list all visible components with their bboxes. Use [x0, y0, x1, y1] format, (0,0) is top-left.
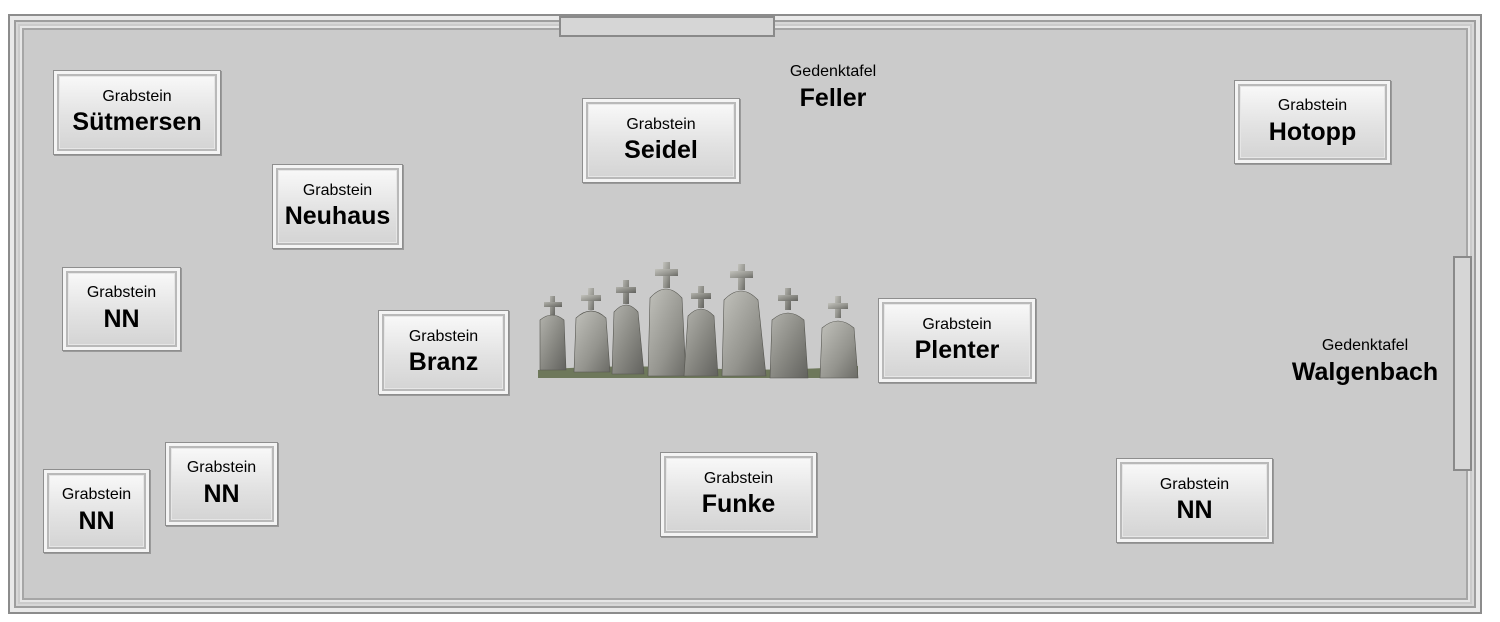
gravestone-figure — [647, 262, 687, 377]
gravestone-hotopp[interactable]: Grabstein Hotopp — [1234, 80, 1391, 164]
gravestones-cluster-icon — [538, 262, 859, 379]
plaque-name: Walgenbach — [1291, 358, 1439, 387]
gravestone-figure — [769, 288, 809, 379]
gravestone-name: Sütmersen — [72, 108, 202, 137]
gravestone-name: Plenter — [914, 336, 1000, 365]
entrance-gate-right — [1453, 256, 1472, 471]
gravestone-figure — [573, 288, 611, 373]
gravestone-label: Grabstein — [302, 181, 373, 199]
gravestone-label: Grabstein — [61, 486, 132, 504]
gravestone-label: Grabstein — [626, 115, 696, 133]
entrance-gate-top — [559, 16, 775, 37]
gravestone-label: Grabstein — [86, 284, 157, 302]
gravestone-name: NN — [1176, 496, 1213, 525]
gravestone-name: Funke — [701, 490, 776, 519]
gravestone-figure — [539, 296, 567, 371]
gravestone-name: Hotopp — [1268, 117, 1357, 146]
plaque-walgenbach[interactable]: Gedenktafel Walgenbach — [1280, 337, 1450, 387]
gravestone-plenter[interactable]: Grabstein Plenter — [878, 298, 1036, 383]
plaque-label: Gedenktafel — [789, 63, 877, 80]
gravestone-label: Grabstein — [703, 469, 774, 487]
gravestone-figure — [819, 296, 859, 379]
gravestone-label: Grabstein — [186, 459, 257, 477]
gravestone-label: Grabstein — [408, 327, 479, 345]
gravestone-seidel[interactable]: Grabstein Seidel — [582, 98, 740, 183]
gravestone-name: Seidel — [624, 136, 698, 165]
gravestone-nn-right-bottom[interactable]: Grabstein NN — [1116, 458, 1273, 543]
gravestone-nn-left-bottom-inner[interactable]: Grabstein NN — [165, 442, 278, 526]
plaque-label: Gedenktafel — [1321, 337, 1409, 354]
gravestone-figure — [611, 280, 645, 375]
gravestone-name: NN — [103, 304, 140, 333]
gravestone-figure — [683, 286, 719, 377]
gravestone-label: Grabstein — [1277, 97, 1348, 115]
gravestone-branz[interactable]: Grabstein Branz — [378, 310, 509, 395]
gravestone-funke[interactable]: Grabstein Funke — [660, 452, 817, 537]
gravestone-neuhaus[interactable]: Grabstein Neuhaus — [272, 164, 403, 249]
gravestone-name: Neuhaus — [284, 202, 391, 231]
gravestone-label: Grabstein — [102, 87, 172, 105]
gravestone-suetmersen[interactable]: Grabstein Sütmersen — [53, 70, 221, 155]
gravestone-label: Grabstein — [922, 315, 992, 333]
gravestone-nn-left-bottom-outer[interactable]: Grabstein NN — [43, 469, 150, 553]
plaque-feller[interactable]: Gedenktafel Feller — [768, 63, 898, 113]
gravestone-label: Grabstein — [1159, 475, 1230, 493]
plaque-name: Feller — [799, 84, 867, 113]
gravestone-name: NN — [78, 506, 115, 535]
gravestone-name: Branz — [408, 348, 479, 377]
gravestone-figure — [721, 264, 767, 377]
gravestone-nn-left-mid[interactable]: Grabstein NN — [62, 267, 181, 351]
gravestone-name: NN — [203, 479, 240, 508]
